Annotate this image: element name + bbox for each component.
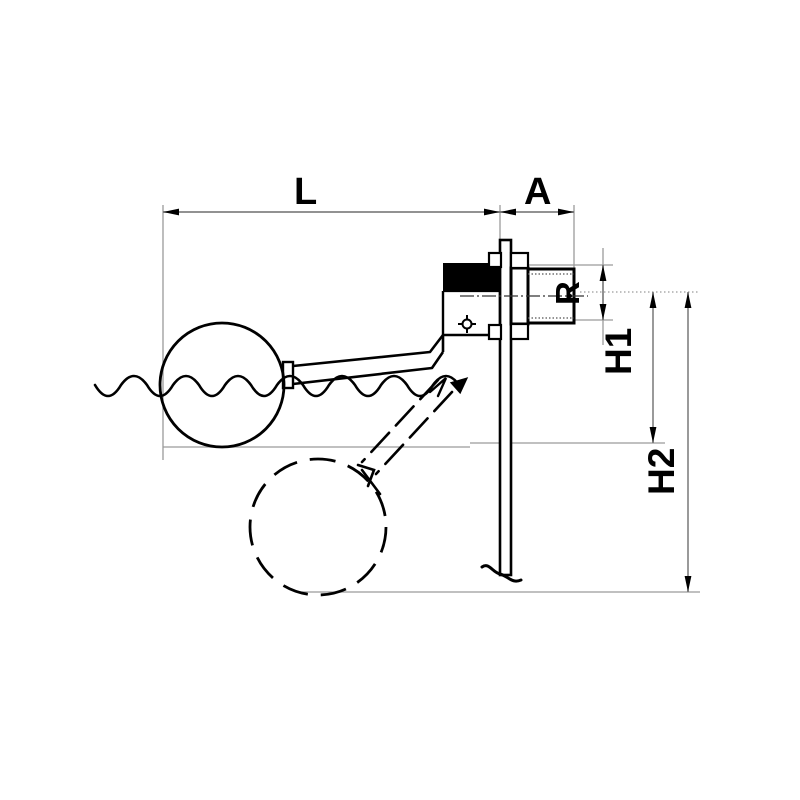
float-ball-lowered [248, 457, 388, 597]
hex-nut-rear-lower [487, 323, 503, 341]
valve-body-wedge-taper [443, 263, 500, 291]
dimension-label-H2: H2 [641, 447, 682, 495]
hex-nut-rear [487, 251, 503, 269]
tank-wall-break-line [480, 564, 523, 583]
dimension-label-H1: H1 [598, 327, 639, 375]
tank-wall-mounting-plate [498, 238, 513, 577]
dimension-label-R: R [549, 281, 586, 305]
float-ball [158, 321, 286, 449]
pivot-screw-marker [458, 315, 476, 333]
valve-body-outline [441, 263, 502, 337]
hex-nut-collar-bottom [509, 322, 530, 341]
dimension-label-A: A [524, 171, 552, 213]
dimension-lines [163, 208, 692, 592]
float-arm-lowered-collar [356, 463, 382, 496]
outlet-centerline [460, 294, 588, 298]
valve-body [441, 263, 502, 337]
water-surface-wave-line [93, 374, 461, 398]
float-arm-lowered [360, 378, 454, 476]
dimension-label-L: L [294, 171, 318, 213]
float-arm [292, 334, 445, 386]
hex-nut-collar-top [509, 251, 530, 270]
water-flow-arrow [428, 377, 469, 398]
